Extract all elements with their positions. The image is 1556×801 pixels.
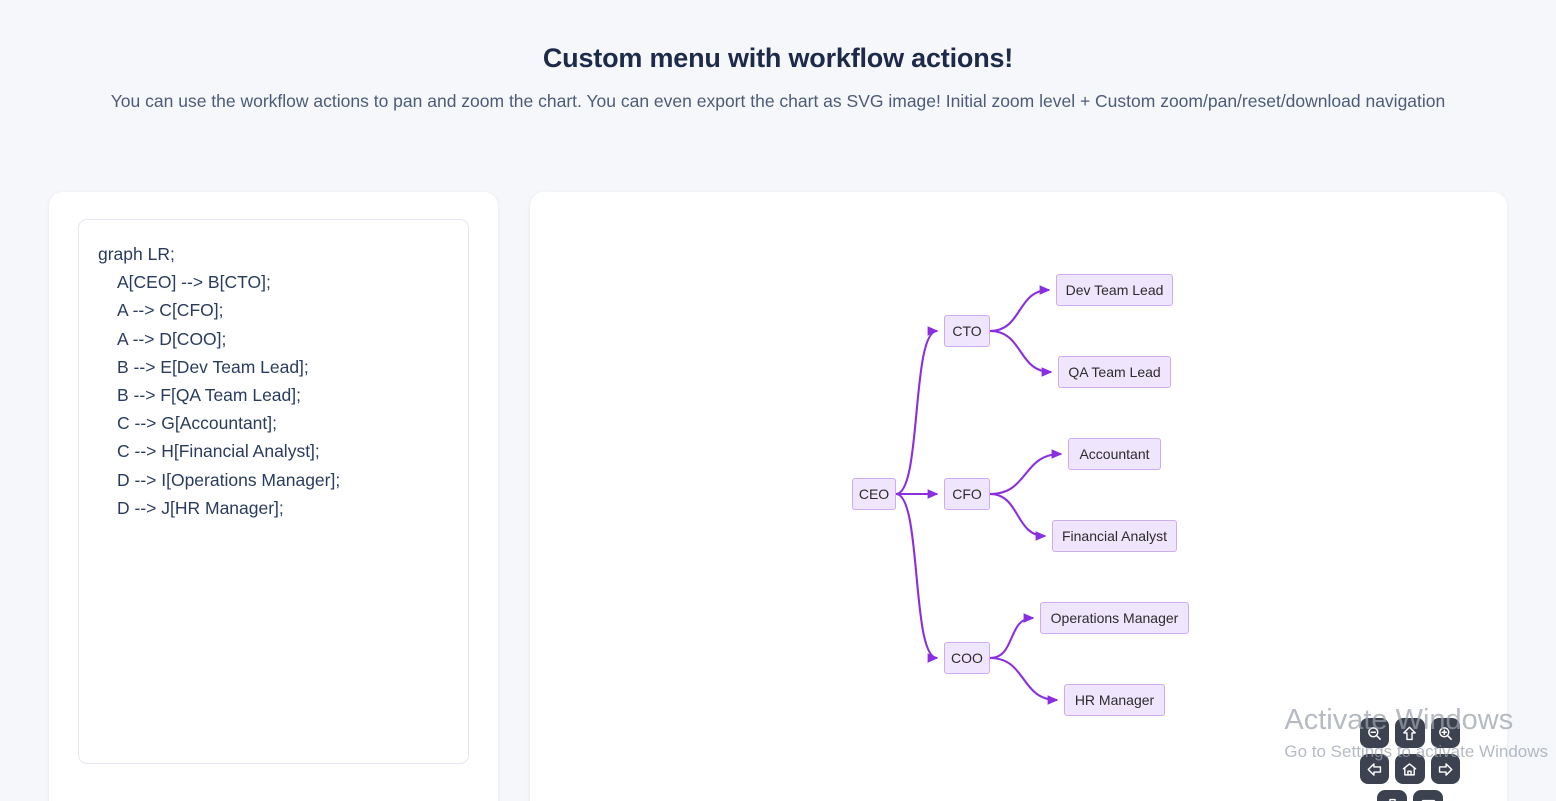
diagram-edge (989, 329, 1053, 377)
diagram-node-label: QA Team Lead (1068, 364, 1161, 380)
zoom-in-button[interactable] (1430, 718, 1460, 748)
arrow-down-icon (1388, 798, 1396, 801)
code-line: A --> C[CFO]; (117, 300, 224, 321)
diagram-node-label: CEO (858, 486, 890, 502)
diagram-edge (895, 492, 939, 663)
controls-row-2 (1360, 754, 1460, 784)
image-icon (1421, 799, 1435, 801)
code-line: B --> F[QA Team Lead]; (117, 385, 301, 406)
zoom-in-icon (1438, 726, 1452, 740)
diagram-node-j[interactable]: HR Manager (1064, 684, 1165, 716)
diagram-node-f[interactable]: QA Team Lead (1058, 356, 1171, 388)
workflow-controls (1360, 718, 1460, 801)
diagram-edge (989, 449, 1063, 496)
diagram-node-label: Dev Team Lead (1065, 282, 1164, 298)
code-line: C --> H[Financial Analyst]; (117, 441, 320, 462)
mermaid-source-box[interactable]: graph LR; A[CEO] --> B[CTO]; A --> C[CFO];… (78, 219, 469, 764)
page-title: Custom menu with workflow actions! (542, 43, 1014, 73)
arrow-left-icon (1367, 762, 1382, 776)
diagram-node-label: CTO (952, 323, 982, 339)
pan-down-button[interactable] (1377, 790, 1407, 801)
diagram-node-b[interactable]: CTO (944, 315, 990, 347)
diagram-node-h[interactable]: Financial Analyst (1052, 520, 1177, 552)
diagram-edge (989, 492, 1047, 541)
code-line: D --> I[Operations Manager]; (117, 469, 341, 490)
code-line: A[CEO] --> B[CTO]; (117, 272, 271, 293)
pan-up-button[interactable] (1395, 718, 1425, 748)
diagram-node-label: HR Manager (1074, 692, 1155, 708)
diagram-edge (989, 285, 1051, 333)
diagram-node-label: COO (951, 650, 983, 666)
code-line: C --> G[Accountant]; (117, 413, 277, 434)
diagram-edge (895, 326, 939, 496)
code-line: graph LR; (98, 244, 175, 264)
reset-button[interactable] (1395, 754, 1425, 784)
pan-right-button[interactable] (1430, 754, 1460, 784)
diagram-node-e[interactable]: Dev Team Lead (1056, 274, 1173, 306)
diagram-node-a[interactable]: CEO (852, 478, 896, 510)
controls-row-3 (1360, 790, 1460, 801)
code-card: graph LR; A[CEO] --> B[CTO]; A --> C[CFO];… (49, 192, 498, 801)
code-line: B --> E[Dev Team Lead]; (117, 356, 309, 377)
diagram-node-g[interactable]: Accountant (1068, 438, 1161, 470)
arrow-right-icon (1438, 762, 1453, 776)
diagram-node-label: CFO (952, 486, 982, 502)
code-line: D --> J[HR Manager]; (117, 497, 284, 518)
controls-row-1 (1360, 718, 1460, 748)
code-line: A --> D[COO]; (117, 328, 227, 349)
diagram-edges (895, 285, 1063, 705)
pan-left-button[interactable] (1360, 754, 1390, 784)
zoom-out-button[interactable] (1360, 718, 1390, 748)
arrow-up-icon (1403, 726, 1417, 740)
diagram-node-c[interactable]: CFO (944, 478, 990, 510)
diagram-node-i[interactable]: Operations Manager (1040, 602, 1189, 634)
diagram-edge (989, 656, 1059, 705)
diagram-edge (989, 613, 1035, 660)
diagram-node-label: Operations Manager (1050, 610, 1179, 626)
export-image-button[interactable] (1413, 790, 1443, 801)
page-subtitle: You can use the workflow actions to pan … (110, 90, 1446, 111)
home-icon (1403, 762, 1417, 776)
cards-container: graph LR; A[CEO] --> B[CTO]; A --> C[CFO];… (0, 192, 1556, 801)
diagram-node-label: Financial Analyst (1061, 528, 1168, 544)
page-header: Custom menu with workflow actions! You c… (0, 0, 1556, 115)
zoom-out-icon (1368, 726, 1382, 740)
diagram-node-label: Accountant (1079, 446, 1150, 462)
diagram-node-d[interactable]: COO (944, 642, 990, 674)
